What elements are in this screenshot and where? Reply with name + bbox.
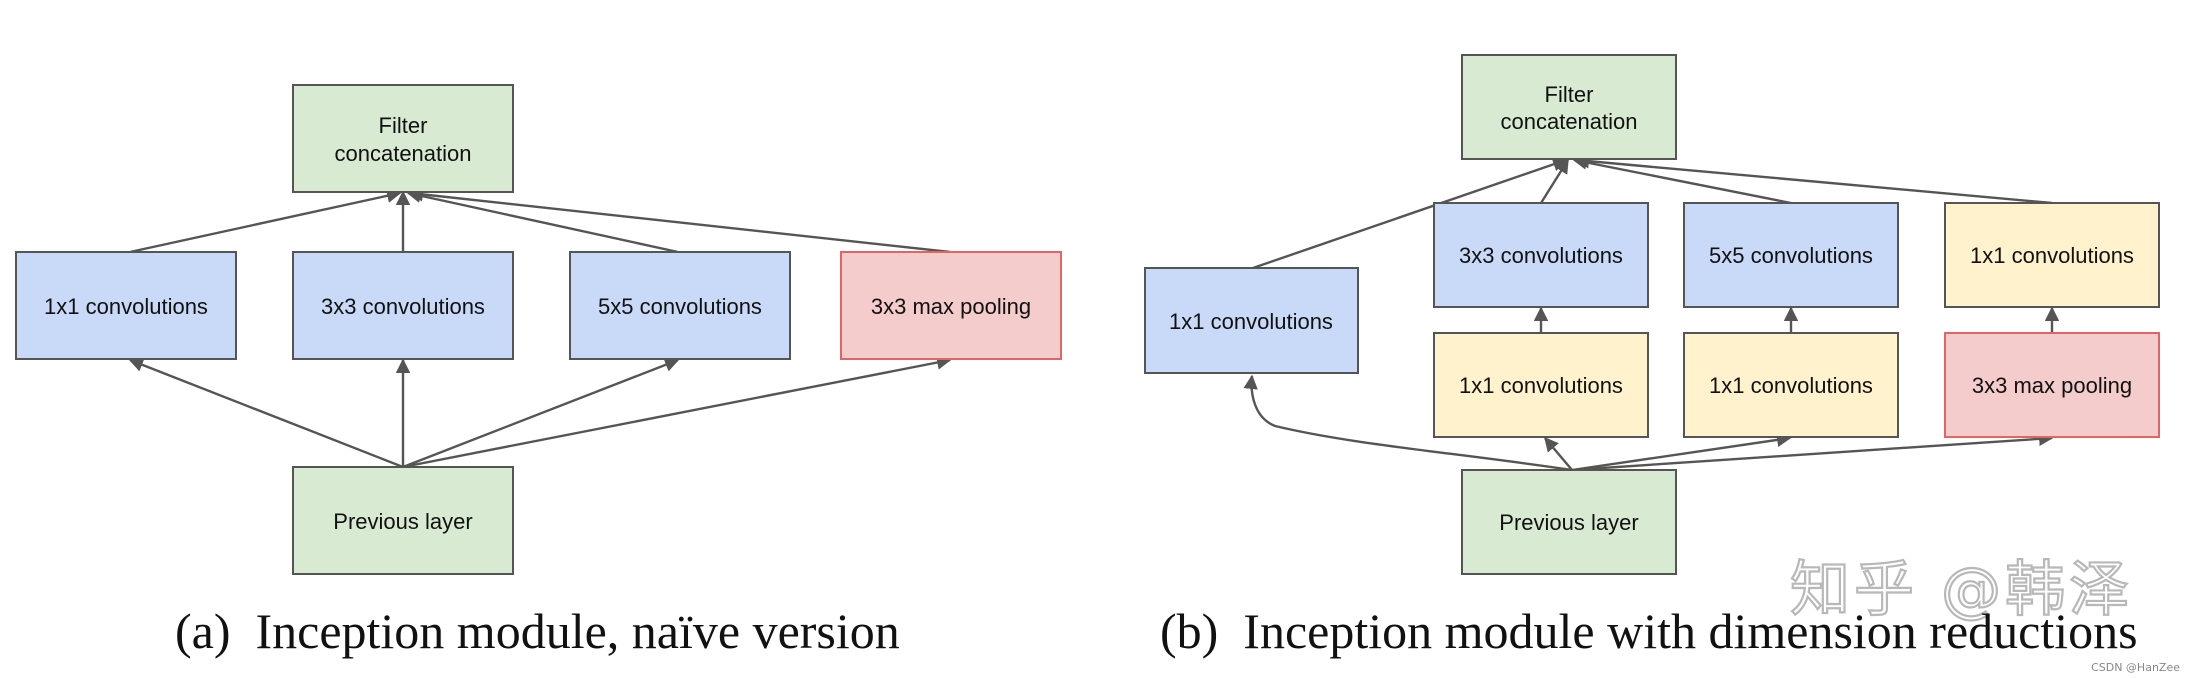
b-conv3x3-label: 3x3 convolutions (1459, 243, 1623, 268)
edge-prev-to-b-conv1x1-direct (1243, 374, 1573, 472)
credit-text: CSDN @HanZee (2091, 661, 2180, 674)
a-filter-concat-box: Filter concatenation (292, 84, 514, 193)
edge-b-conv1x1-to-concat (1252, 157, 1568, 270)
b-reduce3x3-label: 1x1 convolutions (1459, 373, 1623, 398)
a-conv1x1-box: 1x1 convolutions (15, 251, 237, 360)
edge-conv1x1-to-concat (129, 188, 402, 254)
a-filter-concat-line2: concatenation (335, 141, 472, 166)
edge-pool-conv1x1-to-concat (1574, 153, 2053, 205)
diagram-a: Filter concatenation 1x1 convolutions 3x… (15, 84, 1062, 659)
diagram-b-edges (1243, 153, 2060, 472)
b-filter-concat-line1: Filter (1545, 82, 1594, 107)
b-maxpool-box: 3x3 max pooling (1944, 332, 2160, 438)
edge-prev-to-maxpool (1571, 431, 2054, 472)
edge-prev-to-reduce3x3 (1544, 436, 1573, 471)
a-filter-concat-line1: Filter (379, 113, 428, 138)
b-filter-concat-box: Filter concatenation (1461, 54, 1677, 160)
a-maxpool-label: 3x3 max pooling (871, 294, 1031, 319)
a-conv5x5-box: 5x5 convolutions (569, 251, 791, 360)
edge-prev-to-conv5x5 (402, 357, 680, 469)
b-reduce3x3-box: 1x1 convolutions (1433, 332, 1649, 438)
watermark-text: 知乎 @韩泽 (1790, 555, 2133, 625)
b-caption: (b) Inception module with dimension redu… (1160, 603, 2138, 659)
b-filter-concat-line2: concatenation (1501, 109, 1638, 134)
b-maxpool-label: 3x3 max pooling (1972, 373, 2132, 398)
a-conv3x3-label: 3x3 convolutions (321, 294, 485, 319)
b-reduce5x5-box: 1x1 convolutions (1683, 332, 1899, 438)
edge-conv5x5-to-concat (406, 188, 679, 254)
edge-prev-to-reduce5x5 (1571, 432, 1792, 472)
a-caption: (a) Inception module, naïve version (175, 603, 900, 659)
edge-prev-to-maxpool (402, 355, 952, 469)
b-conv3x3-box: 3x3 convolutions (1433, 202, 1649, 308)
a-maxpool-box: 3x3 max pooling (840, 251, 1062, 360)
edge-prev-to-conv1x1 (128, 358, 404, 469)
b-reduce5x5-label: 1x1 convolutions (1709, 373, 1873, 398)
edge-conv3x3-to-concat (1539, 158, 1570, 204)
b-previous-layer-box: Previous layer (1461, 469, 1677, 575)
a-conv5x5-label: 5x5 convolutions (598, 294, 762, 319)
b-conv5x5-box: 5x5 convolutions (1683, 202, 1899, 308)
diagram-b: Filter concatenation 1x1 convolutions 3x… (1144, 54, 2180, 674)
b-previous-layer-label: Previous layer (1499, 510, 1638, 535)
b-pool-conv1x1-box: 1x1 convolutions (1944, 202, 2160, 308)
b-conv5x5-label: 5x5 convolutions (1709, 243, 1873, 268)
a-previous-layer-label: Previous layer (333, 509, 472, 534)
b-conv1x1-direct-box: 1x1 convolutions (1144, 267, 1359, 374)
a-conv3x3-box: 3x3 convolutions (292, 251, 514, 360)
b-pool-conv1x1-label: 1x1 convolutions (1970, 243, 2134, 268)
a-conv1x1-label: 1x1 convolutions (44, 294, 208, 319)
a-previous-layer-box: Previous layer (292, 466, 514, 575)
edge-maxpool-to-concat (408, 187, 951, 254)
b-conv1x1-direct-label: 1x1 convolutions (1169, 309, 1333, 334)
diagram-a-edges (128, 187, 952, 469)
edge-conv5x5-to-concat (1572, 155, 1792, 205)
